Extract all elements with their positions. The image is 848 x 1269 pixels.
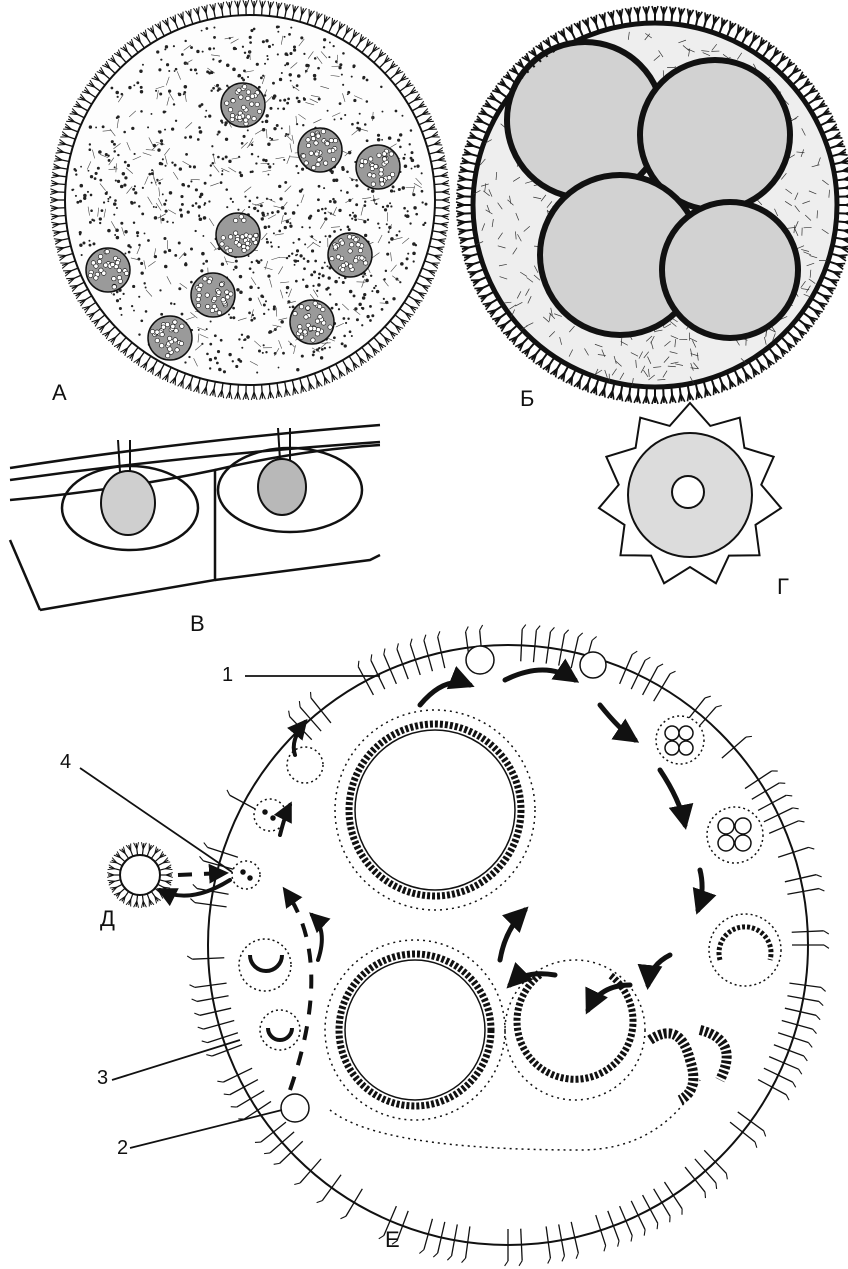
panel-b-daughter-colonies [507, 42, 798, 338]
panel-e-cycle [107, 625, 829, 1266]
callout-leader-lines [80, 676, 380, 1148]
e-daughter-sphere-top [335, 710, 535, 910]
callout-4: 4 [60, 752, 71, 772]
e-dashed-arrows [178, 873, 311, 1090]
panel-a-colony [50, 0, 450, 400]
e-daughter-sphere-bottom-left [325, 940, 505, 1120]
callout-2: 2 [117, 1138, 128, 1158]
panel-g-zygote [599, 403, 781, 583]
panel-label-v: В [190, 613, 205, 635]
callout-3: 3 [97, 1068, 108, 1088]
panel-label-d: Д [100, 908, 115, 930]
panel-b-colony [456, 6, 848, 404]
panel-label-a: А [52, 382, 67, 404]
panel-v-cells [10, 425, 380, 610]
panel-label-g: Г [777, 576, 789, 598]
panel-label-b: Б [520, 388, 534, 410]
callout-1: 1 [222, 665, 233, 685]
e-daughter-sphere-bottom-mid [505, 960, 645, 1100]
panel-d-released-colony [107, 842, 173, 908]
e-stage-cells [232, 646, 781, 1122]
panel-label-e: Е [385, 1229, 400, 1251]
